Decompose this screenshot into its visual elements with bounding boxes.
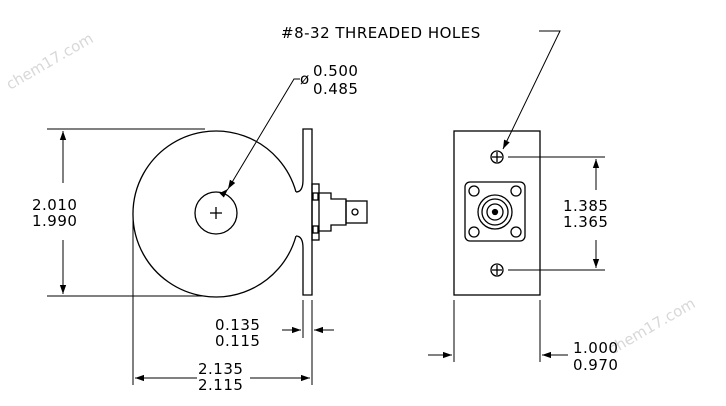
hole-spacing-max: 1.385 <box>563 197 608 215</box>
length-min: 2.115 <box>198 376 243 394</box>
threaded-hole-top <box>490 150 504 164</box>
side-view <box>132 128 368 298</box>
diameter-symbol: ø <box>300 70 310 88</box>
front-view-body <box>453 130 541 296</box>
length-max: 2.135 <box>198 360 243 378</box>
side-view-disc <box>132 130 297 298</box>
bnc-connector-side <box>311 183 368 241</box>
flange-max: 0.135 <box>215 316 260 334</box>
center-bore <box>194 191 238 235</box>
threaded-holes-callout: #8-32 THREADED HOLES <box>281 24 481 42</box>
diameter-max: 0.500 <box>313 62 358 80</box>
width-max: 1.000 <box>573 339 618 357</box>
diameter-min: 0.485 <box>313 80 358 98</box>
flange-min: 0.115 <box>215 332 260 350</box>
height-min: 1.990 <box>32 212 77 230</box>
watermark-top-left: chem17.com <box>3 29 96 93</box>
bnc-connector-front <box>464 181 526 242</box>
hole-spacing-min: 1.365 <box>563 213 608 231</box>
watermark-bottom-right: chem17.com <box>605 294 698 358</box>
width-min: 0.970 <box>573 356 618 374</box>
front-view <box>453 130 541 296</box>
side-view-flange <box>295 128 313 296</box>
height-max: 2.010 <box>32 196 77 214</box>
threaded-hole-bottom <box>490 263 504 277</box>
